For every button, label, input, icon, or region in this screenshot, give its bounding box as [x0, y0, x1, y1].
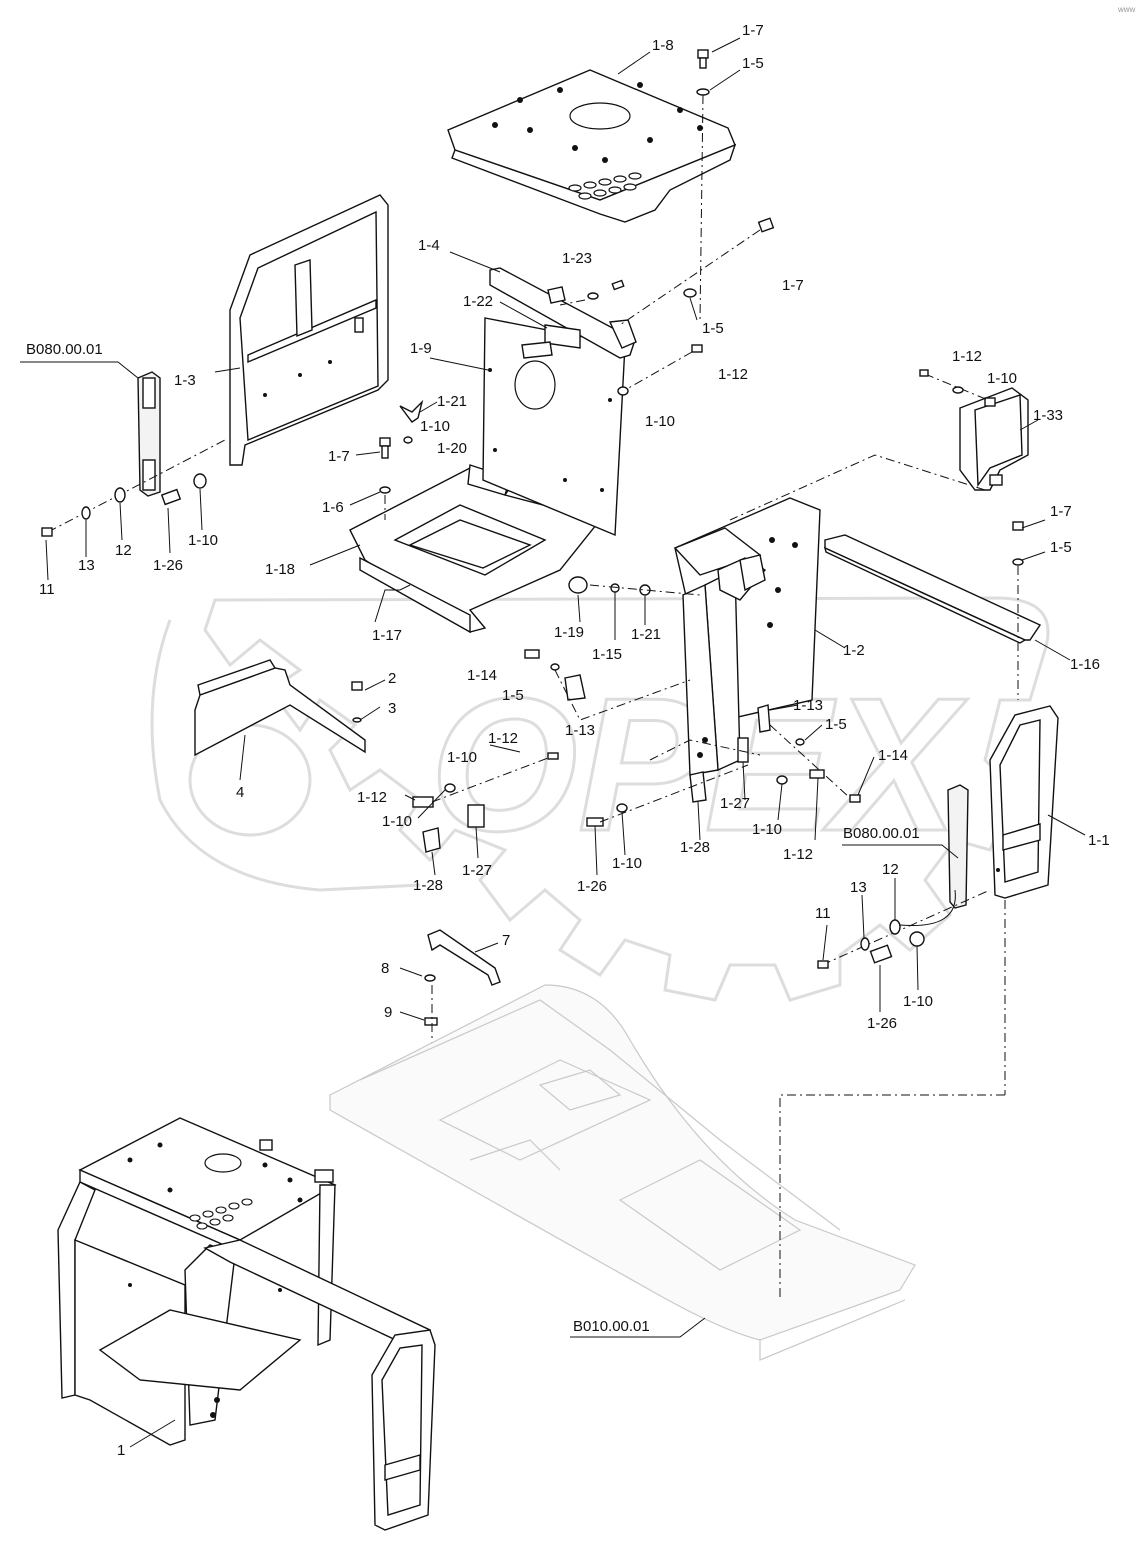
callout-1-26-right: 1-26 — [867, 1015, 897, 1032]
callout-1-26-left: 1-26 — [153, 557, 183, 574]
callout-1-33: 1-33 — [1033, 407, 1063, 424]
callout-1-6: 1-6 — [322, 499, 344, 516]
callout-labels: 1-8 1-7 1-5 1-4 1-23 1-7 1-22 1-5 1-9 1-… — [39, 22, 1110, 1459]
part-1-8-top-plate — [447, 69, 737, 223]
callout-1-14-right: 1-14 — [878, 747, 908, 764]
callout-1-9: 1-9 — [410, 340, 432, 357]
part-1-4-bracket — [489, 267, 637, 359]
right-fasteners — [817, 889, 991, 969]
callout-1-12-r3: 1-12 — [783, 846, 813, 863]
callout-1-10-left: 1-10 — [420, 418, 450, 435]
fasteners-bracket — [559, 217, 775, 396]
callout-1-28-mid: 1-28 — [680, 839, 710, 856]
callout-1-18: 1-18 — [265, 561, 295, 578]
callout-1-4: 1-4 — [418, 237, 440, 254]
callout-1-7-top: 1-7 — [742, 22, 764, 39]
callout-1-13-right: 1-13 — [793, 697, 823, 714]
callout-1-5-mid: 1-5 — [702, 320, 724, 337]
callout-11-left: 11 — [39, 581, 55, 598]
reference-bottom: B010.00.01 — [573, 1318, 650, 1335]
callout-1-21-top: 1-21 — [437, 393, 467, 410]
callout-1-2: 1-2 — [843, 642, 865, 659]
part-1-1-right-frame — [989, 705, 1059, 899]
callout-13-left: 13 — [78, 557, 95, 574]
callout-13-right: 13 — [850, 879, 867, 896]
latch-right — [757, 704, 861, 803]
callout-1-14-top: 1-14 — [467, 667, 497, 684]
callout-2: 2 — [388, 670, 396, 687]
hinge-left — [137, 371, 161, 497]
reference-right: B080.00.01 — [843, 825, 920, 842]
callout-1-10-r3: 1-10 — [752, 821, 782, 838]
callout-1-7-left: 1-7 — [328, 448, 350, 465]
callout-1-19: 1-19 — [554, 624, 584, 641]
leader-lines — [20, 37, 1086, 1448]
callout-1-16: 1-16 — [1070, 656, 1100, 673]
callout-7: 7 — [502, 932, 510, 949]
part-1-33-cover — [919, 369, 1029, 491]
hinge-right — [899, 784, 969, 927]
part-1-2-center-post — [673, 497, 821, 776]
callout-1-10-ll2: 1-10 — [382, 813, 412, 830]
callout-1-10-low: 1-10 — [447, 749, 477, 766]
lock-left — [412, 752, 559, 853]
callout-8: 8 — [381, 960, 389, 977]
callout-1-27-mid: 1-27 — [720, 795, 750, 812]
part-1-9-plate — [482, 317, 626, 537]
part-4-guard — [194, 659, 366, 757]
callout-1-10-mid: 1-10 — [645, 413, 675, 430]
callout-1-10-mid2: 1-10 — [612, 855, 642, 872]
callout-1-20: 1-20 — [437, 440, 467, 457]
part-1-16-rail — [823, 534, 1042, 644]
fasteners-center-left — [379, 399, 424, 520]
bolt-1-7-right — [1012, 521, 1024, 700]
callout-1-12-mid: 1-12 — [718, 366, 748, 383]
callout-1-12-right: 1-12 — [952, 348, 982, 365]
callout-1-26-mid: 1-26 — [577, 878, 607, 895]
left-fasteners — [41, 439, 226, 537]
base-platform-faint — [329, 984, 916, 1361]
callout-1-5-right: 1-5 — [1050, 539, 1072, 556]
callout-1-10-ll: 1-10 — [188, 532, 218, 549]
latch-left — [524, 649, 691, 721]
callout-1-5-low: 1-5 — [502, 687, 524, 704]
callout-1: 1 — [117, 1442, 125, 1459]
callout-1-5-top: 1-5 — [742, 55, 764, 72]
callout-9: 9 — [384, 1004, 392, 1021]
callout-1-10-right2: 1-10 — [903, 993, 933, 1010]
callout-1-5-r2: 1-5 — [825, 716, 847, 733]
part-1-assembly — [57, 1117, 436, 1531]
callout-4: 4 — [236, 784, 244, 801]
lock-mid — [586, 737, 825, 827]
callout-1-22: 1-22 — [463, 293, 493, 310]
callout-1-7-mid: 1-7 — [782, 277, 804, 294]
callout-1-1: 1-1 — [1088, 832, 1110, 849]
callout-1-3: 1-3 — [174, 372, 196, 389]
part-7-handle — [424, 929, 501, 1120]
callout-11-right: 11 — [815, 905, 831, 922]
reference-left: B080.00.01 — [26, 341, 103, 358]
part-1-3-left-frame — [229, 194, 389, 466]
watermark-gear — [150, 596, 1050, 1002]
callout-1-13-left: 1-13 — [565, 722, 595, 739]
callout-3: 3 — [388, 700, 396, 717]
callout-1-8: 1-8 — [652, 37, 674, 54]
callout-1-17: 1-17 — [372, 627, 402, 644]
callout-1-21-mid: 1-21 — [631, 626, 661, 643]
bolt-1-7-top — [696, 49, 710, 96]
callout-1-12-low: 1-12 — [488, 730, 518, 747]
callout-1-27-left: 1-27 — [462, 862, 492, 879]
reference-labels: B080.00.01 B080.00.01 B010.00.01 — [26, 341, 920, 1335]
callout-1-28-left: 1-28 — [413, 877, 443, 894]
fasteners-1-19 — [568, 576, 701, 596]
callout-12-right: 12 — [882, 861, 899, 878]
corner-mark: www — [1117, 5, 1136, 14]
callout-1-10-right: 1-10 — [987, 370, 1017, 387]
callout-1-7-right: 1-7 — [1050, 503, 1072, 520]
callout-12-left: 12 — [115, 542, 132, 559]
callout-1-15: 1-15 — [592, 646, 622, 663]
callout-1-23: 1-23 — [562, 250, 592, 267]
callout-1-12-ll: 1-12 — [357, 789, 387, 806]
